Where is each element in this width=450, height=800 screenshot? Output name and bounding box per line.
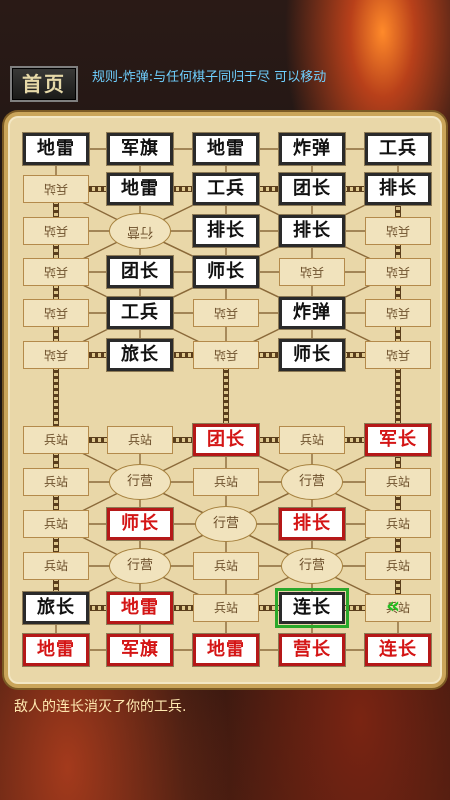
selected-player-piece[interactable]: 连长 [275, 588, 349, 628]
camp-cell[interactable]: 行营 [109, 213, 171, 249]
player-piece[interactable]: 地雷 [192, 633, 260, 667]
player-piece[interactable]: 师长 [106, 507, 174, 541]
station-cell[interactable]: 兵站 [193, 299, 259, 327]
station-cell[interactable]: 兵站 [193, 341, 259, 369]
enemy-piece[interactable]: 工兵 [364, 132, 432, 166]
station-cell[interactable]: 兵站 [193, 468, 259, 496]
station-cell[interactable]: 兵站 [23, 175, 89, 203]
station-cell[interactable]: 兵站 [365, 217, 431, 245]
player-piece[interactable]: 地雷 [22, 633, 90, 667]
station-cell[interactable]: 兵站 [365, 341, 431, 369]
station-cell[interactable]: 兵站 [279, 258, 345, 286]
station-cell[interactable]: 兵站 [23, 468, 89, 496]
player-piece[interactable]: 军旗 [106, 633, 174, 667]
camp-cell[interactable]: 行营 [281, 548, 343, 584]
camp-cell[interactable]: 行营 [195, 506, 257, 542]
enemy-piece[interactable]: 地雷 [22, 132, 90, 166]
station-cell[interactable]: 兵站 [365, 594, 431, 622]
station-cell[interactable]: 兵站 [365, 552, 431, 580]
enemy-piece[interactable]: 军旗 [106, 132, 174, 166]
enemy-piece[interactable]: 团长 [106, 255, 174, 289]
enemy-piece[interactable]: 炸弹 [278, 132, 346, 166]
enemy-piece[interactable]: 地雷 [106, 172, 174, 206]
player-piece[interactable]: 旅长 [22, 591, 90, 625]
enemy-piece[interactable]: 师长 [278, 338, 346, 372]
player-piece[interactable]: 地雷 [106, 591, 174, 625]
game-board: 地雷军旗地雷炸弹工兵兵站地雷工兵团长排长兵站行营排长排长兵站兵站团长师长兵站兵站… [4, 112, 446, 688]
station-cell[interactable]: 兵站 [279, 426, 345, 454]
player-piece[interactable]: 营长 [278, 633, 346, 667]
station-cell[interactable]: 兵站 [107, 426, 173, 454]
enemy-piece[interactable]: 排长 [278, 214, 346, 248]
station-cell[interactable]: 兵站 [23, 299, 89, 327]
player-piece[interactable]: 排长 [278, 507, 346, 541]
station-cell[interactable]: 兵站 [23, 341, 89, 369]
enemy-piece[interactable]: 师长 [192, 255, 260, 289]
station-cell[interactable]: 兵站 [365, 258, 431, 286]
station-cell[interactable]: 兵站 [365, 299, 431, 327]
enemy-piece[interactable]: 排长 [192, 214, 260, 248]
station-cell[interactable]: 兵站 [365, 510, 431, 538]
move-indicator-icon: « [386, 594, 401, 619]
station-cell[interactable]: 兵站 [23, 258, 89, 286]
status-message: 敌人的连长消灭了你的工兵. [14, 699, 187, 715]
player-piece[interactable]: 连长 [364, 633, 432, 667]
enemy-piece[interactable]: 工兵 [106, 296, 174, 330]
enemy-piece[interactable]: 地雷 [192, 132, 260, 166]
camp-cell[interactable]: 行营 [109, 548, 171, 584]
camp-cell[interactable]: 行营 [281, 464, 343, 500]
enemy-piece[interactable]: 排长 [364, 172, 432, 206]
enemy-piece[interactable]: 工兵 [192, 172, 260, 206]
home-button[interactable]: 首页 [10, 66, 78, 102]
enemy-piece[interactable]: 旅长 [106, 338, 174, 372]
station-cell[interactable]: 兵站 [193, 552, 259, 580]
enemy-piece[interactable]: 炸弹 [278, 296, 346, 330]
player-piece[interactable]: 军长 [364, 423, 432, 457]
rules-text: 规则-炸弹:与任何棋子同归于尽 可以移动 [92, 70, 327, 85]
station-cell[interactable]: 兵站 [23, 552, 89, 580]
player-piece[interactable]: 团长 [192, 423, 260, 457]
station-cell[interactable]: 兵站 [365, 468, 431, 496]
camp-cell[interactable]: 行营 [109, 464, 171, 500]
station-cell[interactable]: 兵站 [23, 217, 89, 245]
station-cell[interactable]: 兵站 [193, 594, 259, 622]
enemy-piece[interactable]: 团长 [278, 172, 346, 206]
station-cell[interactable]: 兵站 [23, 426, 89, 454]
station-cell[interactable]: 兵站 [23, 510, 89, 538]
